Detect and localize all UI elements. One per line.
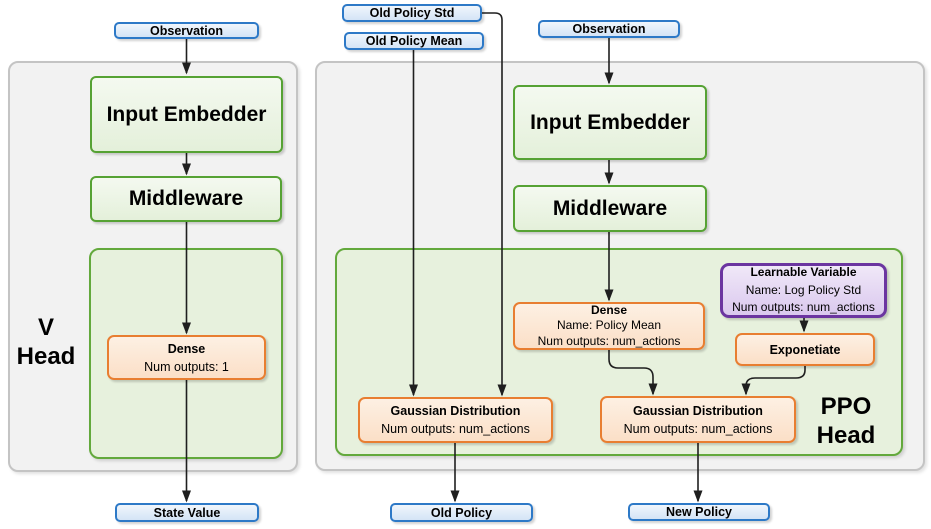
node-old-policy-mean-label: Old Policy Mean [365,34,463,48]
node-dense-policy-mean-title: Dense [590,302,628,317]
node-dense-v-title: Dense [167,341,206,356]
node-learnable-variable-title: Learnable Variable [750,265,857,280]
node-input-embedder-ppo-label: Input Embedder [530,110,690,134]
node-new-policy-output: New Policy [628,503,770,521]
node-exponetiate: Exponetiate [735,333,875,366]
node-observation-v: Observation [114,22,259,39]
node-dense-policy-mean-name: Name: Policy Mean [556,318,662,333]
node-gaussian-new-title: Gaussian Distribution [633,403,763,418]
node-gaussian-old-outputs: Num outputs: num_actions [381,422,530,436]
node-middleware-v-label: Middleware [128,187,244,210]
node-dense-v: Dense Num outputs: 1 [107,335,266,380]
node-exponetiate-label: Exponetiate [769,342,841,357]
node-learnable-variable-outputs: Num outputs: num_actions [732,300,875,315]
node-old-policy-output-label: Old Policy [430,505,493,520]
ppo-head-label-line1: PPO [820,393,872,420]
node-gaussian-new-outputs: Num outputs: num_actions [623,421,773,436]
node-dense-policy-mean: Dense Name: Policy Mean Num outputs: num… [513,302,705,350]
node-gaussian-distribution-new: Gaussian Distribution Num outputs: num_a… [600,396,796,443]
node-state-value-label: State Value [153,505,221,520]
node-old-policy-std-label: Old Policy Std [369,6,455,20]
node-old-policy-mean: Old Policy Mean [344,32,484,50]
node-gaussian-distribution-old: Gaussian Distribution Num outputs: num_a… [358,397,553,443]
node-learnable-variable: Learnable Variable Name: Log Policy Std … [720,263,887,318]
node-input-embedder-ppo: Input Embedder [513,85,707,160]
ppo-head-label: PPO Head [803,392,889,450]
v-head-label: V Head [10,313,82,371]
node-middleware-ppo-label: Middleware [552,196,668,220]
ppo-head-label-line2: Head [816,422,876,449]
node-middleware-ppo: Middleware [513,185,707,232]
node-dense-v-outputs: Num outputs: 1 [144,359,229,374]
node-new-policy-output-label: New Policy [666,505,732,519]
node-input-embedder-v: Input Embedder [90,76,283,153]
node-middleware-v: Middleware [90,176,282,222]
node-observation-ppo-label: Observation [572,22,646,36]
v-head-label-line1: V [37,314,54,341]
node-gaussian-old-title: Gaussian Distribution [390,404,521,418]
node-old-policy-std: Old Policy Std [342,4,482,22]
node-dense-policy-mean-outputs: Num outputs: num_actions [537,333,681,348]
node-input-embedder-v-label: Input Embedder [106,102,267,126]
node-observation-v-label: Observation [150,23,223,38]
node-observation-ppo: Observation [538,20,680,38]
node-learnable-variable-name: Name: Log Policy Std [745,282,862,297]
v-head-label-line2: Head [16,343,76,370]
node-state-value: State Value [115,503,259,522]
node-old-policy-output: Old Policy [390,503,533,522]
